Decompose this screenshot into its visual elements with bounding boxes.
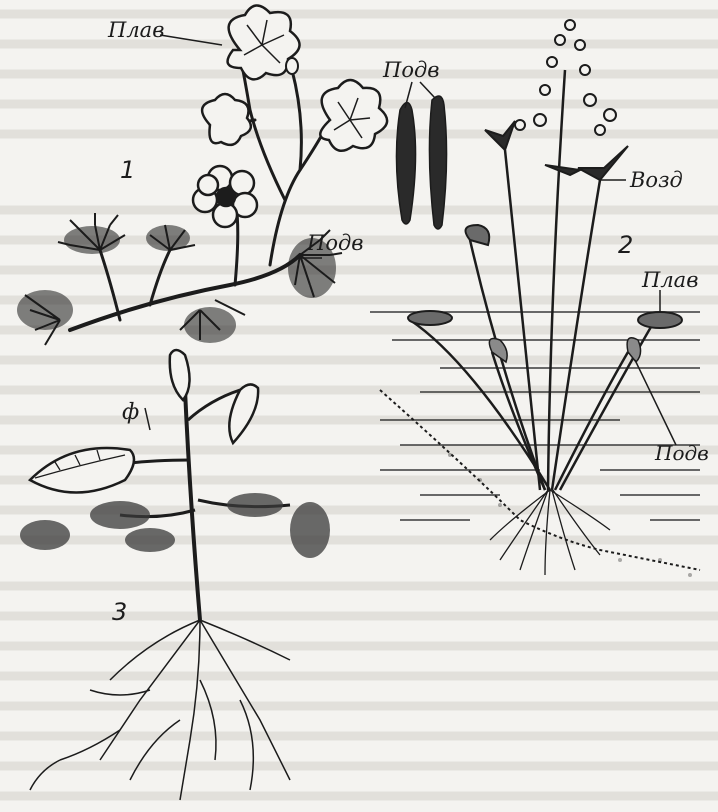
label-submerged-2: Подв — [655, 443, 709, 463]
label-aerial-2: Возд — [630, 170, 683, 191]
plant-number-3: 3 — [112, 600, 127, 624]
label-phi-3: ф — [122, 402, 139, 424]
label-floating-1: Плав — [108, 20, 164, 41]
plant-number-1: 1 — [120, 158, 135, 182]
label-submerged-1: Подв — [307, 233, 364, 254]
plant-number-2: 2 — [618, 233, 633, 257]
label-floating-2: Плав — [642, 270, 698, 291]
label-submerged-leaves: Подв — [383, 60, 440, 81]
